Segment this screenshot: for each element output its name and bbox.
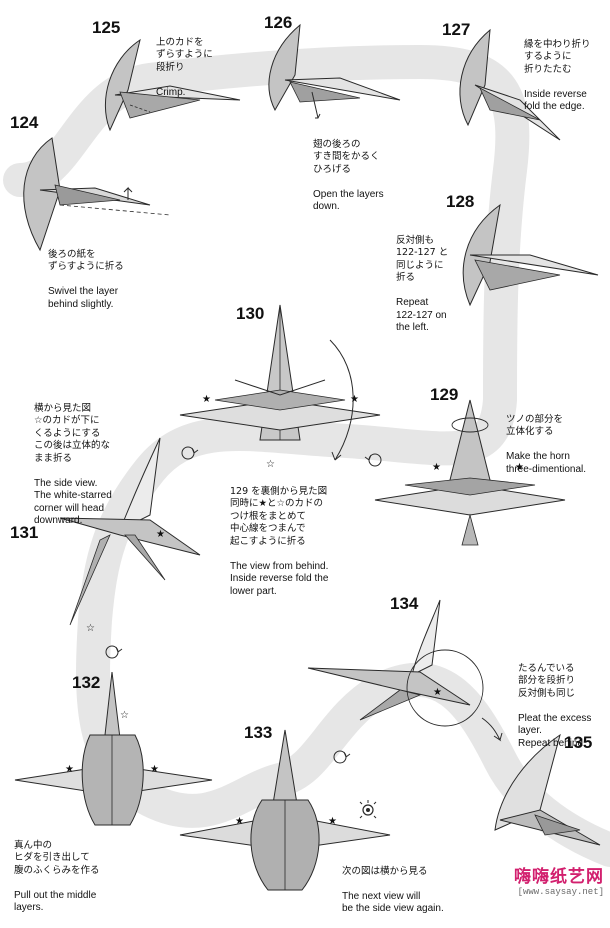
rotate-icon [105,645,123,659]
step-132-figure [14,671,213,826]
step-134-caption: たるんでいる 部分を段折り 反対側も同じ Pleat the excess la… [518,650,591,763]
caption-jp: 横から見た図 ☆のカドが下に くるようにする この後は立体的な まま折る [34,402,111,464]
step-135-figure [494,733,601,846]
caption-en: Repeat 122-127 on the left. [396,297,447,333]
origami-diagram-page: ★ ★ ☆ ★ ★ ★ ☆ ☆ ★ ★ ★ ★ ★ 124 125 126 12… [3,13,610,914]
step-130-figure [179,304,381,461]
step-131-caption: 横から見た図 ☆のカドが下に くるようにする この後は立体的な まま折る The… [34,390,112,540]
step-133-caption: 次の図は横から見る The next view will be the side… [342,853,444,928]
rotate-icon [333,750,351,764]
step-number-132: 132 [72,673,101,692]
step-129-figure [374,399,566,546]
star-icon: ☆ [86,623,95,634]
star-icon: ★ [328,816,337,827]
caption-jp: 反対側も 122-127 と 同じように 折る [396,234,449,284]
step-128-caption: 反対側も 122-127 と 同じように 折る Repeat 122-127 o… [396,222,448,347]
step-number-124: 124 [10,113,39,132]
step-131-figure [59,437,201,626]
caption-en: Pull out the middle layers. [14,889,97,914]
step-number-133: 133 [244,723,273,742]
watermark: 嗨嗨纸艺网 [www.saysay.net] [514,862,604,897]
step-132-caption: 真ん中の ヒダを引き出して 腹のふくらみを作る Pull out the mid… [14,827,100,927]
step-124-figure [23,137,171,252]
caption-en: The view from behind. Inside reverse fol… [230,560,329,597]
star-icon: ★ [156,529,165,540]
step-number-130: 130 [236,304,265,323]
step-number-126: 126 [264,13,293,32]
step-126-caption: 翅の後ろの すき間をかるく ひろげる Open the layers down. [313,126,384,226]
rotate-icon [181,446,199,460]
step-127-figure [459,28,561,141]
step-128-figure [462,203,599,307]
step-134-figure [307,599,503,742]
step-124-caption: 後ろの紙を ずらすように折る Swivel the layer behind s… [48,236,124,324]
caption-jp: 上のカドを ずらすように 段折り [156,36,213,73]
view-eye-icon [359,800,377,819]
step-number-128: 128 [446,192,475,211]
caption-jp: ツノの部分を 立体化する [506,413,564,438]
caption-en: Pleat the excess layer. Repeat behind. [518,712,592,749]
caption-en: Open the layers down. [313,188,384,213]
rotate-icon [364,453,382,467]
caption-en: The next view will be the side view agai… [342,890,444,915]
caption-en: The side view. The white-starred corner … [34,477,112,527]
step-125-caption: 上のカドを ずらすように 段折り Crimp. [156,24,213,112]
step-127-caption: 縁を中わり折り するように 折りたたむ Inside reverse fold … [524,26,591,126]
star-icon: ★ [150,764,159,775]
diagram-artwork: ★ ★ ☆ ★ ★ ★ ☆ ☆ ★ ★ ★ ★ ★ [3,23,610,891]
star-icon: ★ [515,462,524,473]
step-number-125: 125 [92,18,121,37]
star-icon: ★ [350,394,359,405]
caption-jp: 129 を裏側から見た図 同時に★と☆のカドの つけ根をまとめて 中心線をつまん… [230,485,328,547]
star-icon: ☆ [266,459,275,470]
caption-jp: 次の図は横から見る [342,865,428,877]
step-number-127: 127 [442,20,471,39]
caption-en: Swivel the layer behind slightly. [48,286,119,310]
caption-jp: 真ん中の ヒダを引き出して 腹のふくらみを作る [14,839,100,876]
step-126-figure [268,23,401,119]
star-icon: ☆ [120,710,129,721]
step-number-134: 134 [390,594,419,613]
star-icon: ★ [235,816,244,827]
caption-en: Crimp. [156,86,186,98]
step-125-figure [104,38,241,132]
watermark-logo: 嗨嗨纸艺网 [514,867,604,887]
step-number-135: 135 [564,733,593,752]
star-icon: ★ [433,687,442,698]
step-130-caption: 129 を裏側から見た図 同時に★と☆のカドの つけ根をまとめて 中心線をつまん… [230,473,328,611]
watermark-url: [www.saysay.net] [517,887,604,897]
caption-jp: 後ろの紙を ずらすように折る [48,248,124,273]
star-icon: ★ [65,764,74,775]
star-icon: ★ [432,462,441,473]
step-129-caption: ツノの部分を 立体化する Make the horn three-dimenti… [506,401,586,489]
step-133-figure [179,729,391,891]
star-icon: ★ [202,394,211,405]
caption-jp: たるんでいる 部分を段折り 反対側も同じ [518,662,576,699]
step-number-129: 129 [430,385,459,404]
caption-en: Make the horn three-dimentional. [506,451,587,475]
flow-path-band [3,44,610,867]
caption-en: Inside reverse fold the edge. [524,88,587,113]
caption-jp: 翅の後ろの すき間をかるく ひろげる [313,138,380,175]
caption-jp: 縁を中わり折り するように 折りたたむ [524,38,591,75]
step-number-131: 131 [10,523,39,542]
